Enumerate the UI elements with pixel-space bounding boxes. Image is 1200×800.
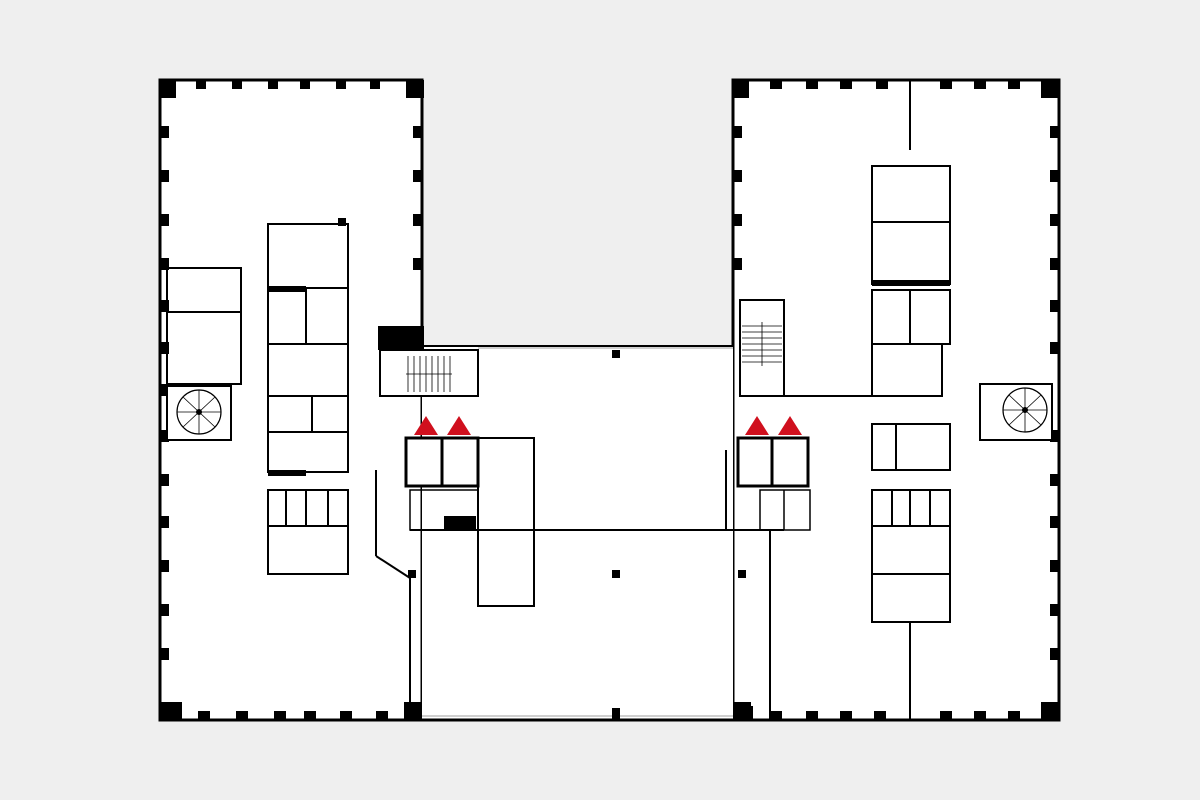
left-core — [378, 326, 480, 531]
center-block — [375, 326, 811, 722]
right-wing — [731, 78, 1061, 722]
straight-stair-icon — [742, 322, 782, 366]
center-block-floor — [422, 346, 733, 720]
right-core — [736, 436, 811, 531]
straight-stair-icon — [406, 356, 452, 392]
left-wing-rooms — [166, 223, 349, 575]
right-wing-rooms — [739, 80, 951, 720]
red-triangle-icon — [447, 416, 471, 435]
red-triangle-icon — [414, 416, 438, 435]
elevator-markers — [414, 416, 802, 435]
spiral-stair-icon — [166, 385, 232, 441]
red-triangle-icon — [745, 416, 769, 435]
spiral-stair-icon — [979, 383, 1053, 441]
red-triangle-icon — [778, 416, 802, 435]
left-wing — [158, 78, 424, 722]
